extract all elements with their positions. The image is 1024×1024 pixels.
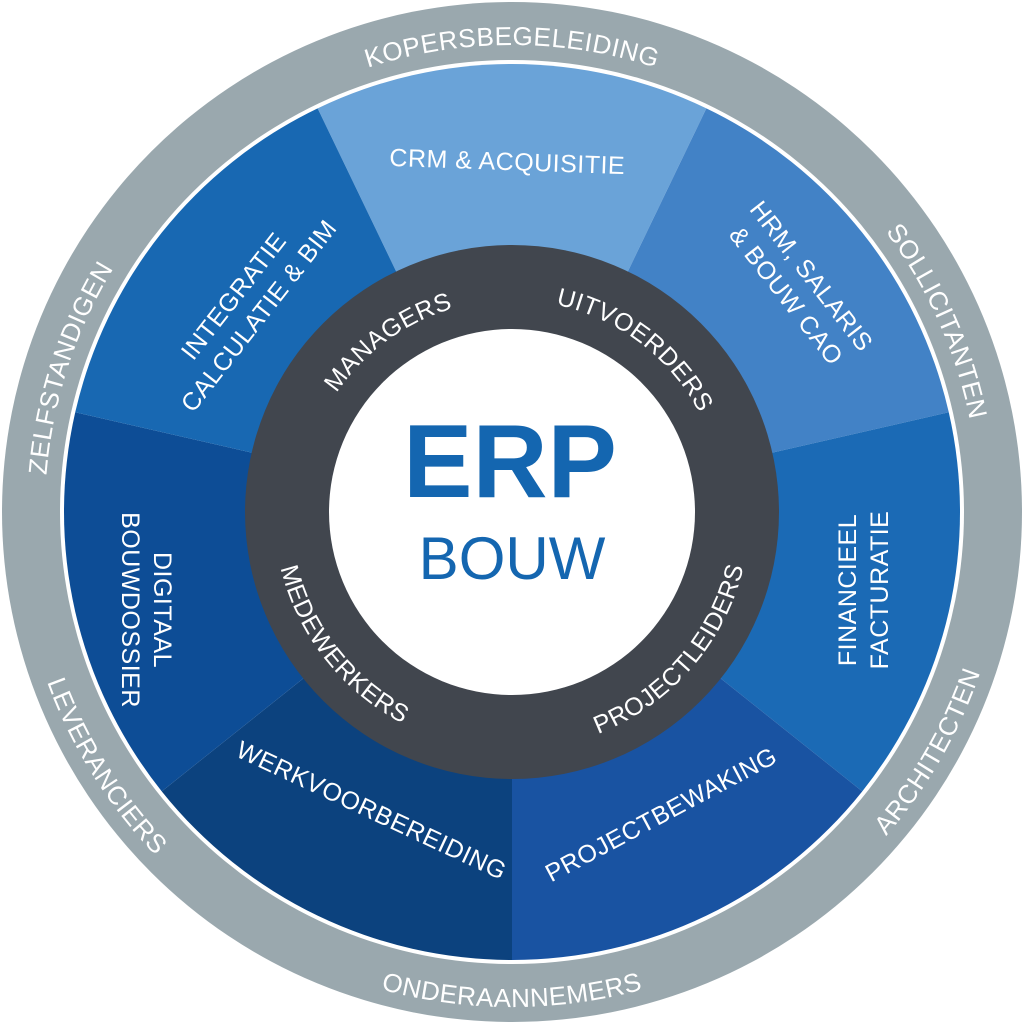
module-digitaal-bouwdossier: DIGITAALBOUWDOSSIER bbox=[116, 512, 176, 708]
center-title: ERP bbox=[403, 404, 617, 520]
center-subtitle: BOUW bbox=[419, 525, 606, 592]
center-circle bbox=[329, 329, 695, 695]
